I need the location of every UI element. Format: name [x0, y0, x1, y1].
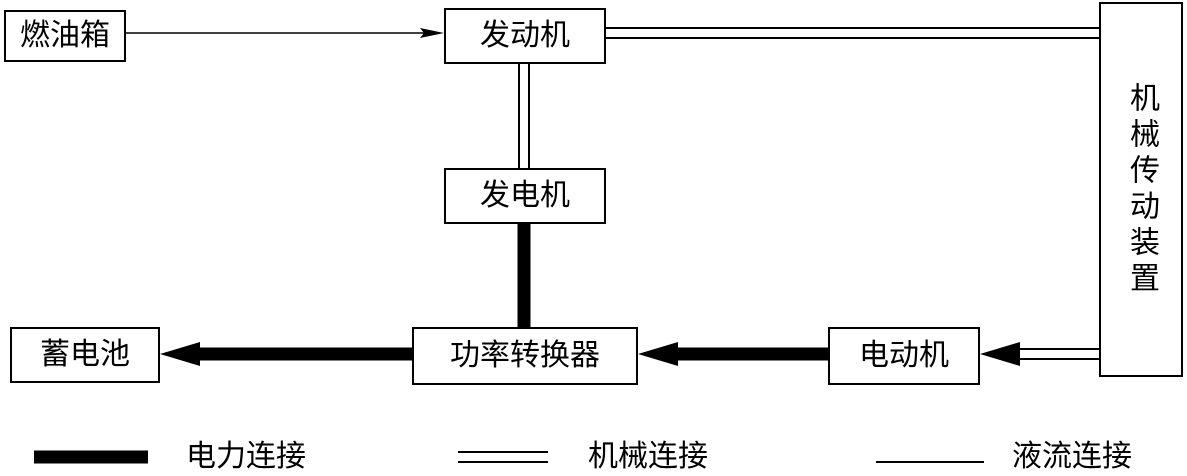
- fuel-tank-box: 燃油箱: [4, 10, 126, 62]
- mechanical-transmission-label: 机械传动装置: [1124, 81, 1159, 298]
- fuel-tank-label: 燃油箱: [20, 18, 110, 53]
- power-converter-box: 功率转换器: [412, 327, 638, 385]
- arrowhead-converter-battery: [160, 342, 200, 366]
- engine-box: 发动机: [444, 8, 606, 64]
- engine-label: 发动机: [480, 18, 570, 53]
- arrowhead-transmission-motor: [980, 342, 1020, 366]
- generator-label: 发电机: [480, 178, 570, 213]
- legend-fluid-label: 液流连接: [1012, 439, 1132, 474]
- power-converter-label: 功率转换器: [450, 338, 600, 373]
- motor-box: 电动机: [828, 327, 980, 385]
- legend-mechanical-label: 机械连接: [588, 439, 708, 474]
- legend-electric-label: 电力连接: [186, 439, 306, 474]
- motor-label: 电动机: [859, 338, 949, 373]
- generator-box: 发电机: [444, 168, 606, 224]
- mechanical-transmission-box: 机械传动装置: [1099, 2, 1183, 377]
- arrowhead-motor-converter: [638, 342, 678, 366]
- battery-box: 蓄电池: [10, 327, 160, 383]
- battery-label: 蓄电池: [40, 337, 130, 372]
- arrowhead-fuel-engine: [420, 28, 444, 38]
